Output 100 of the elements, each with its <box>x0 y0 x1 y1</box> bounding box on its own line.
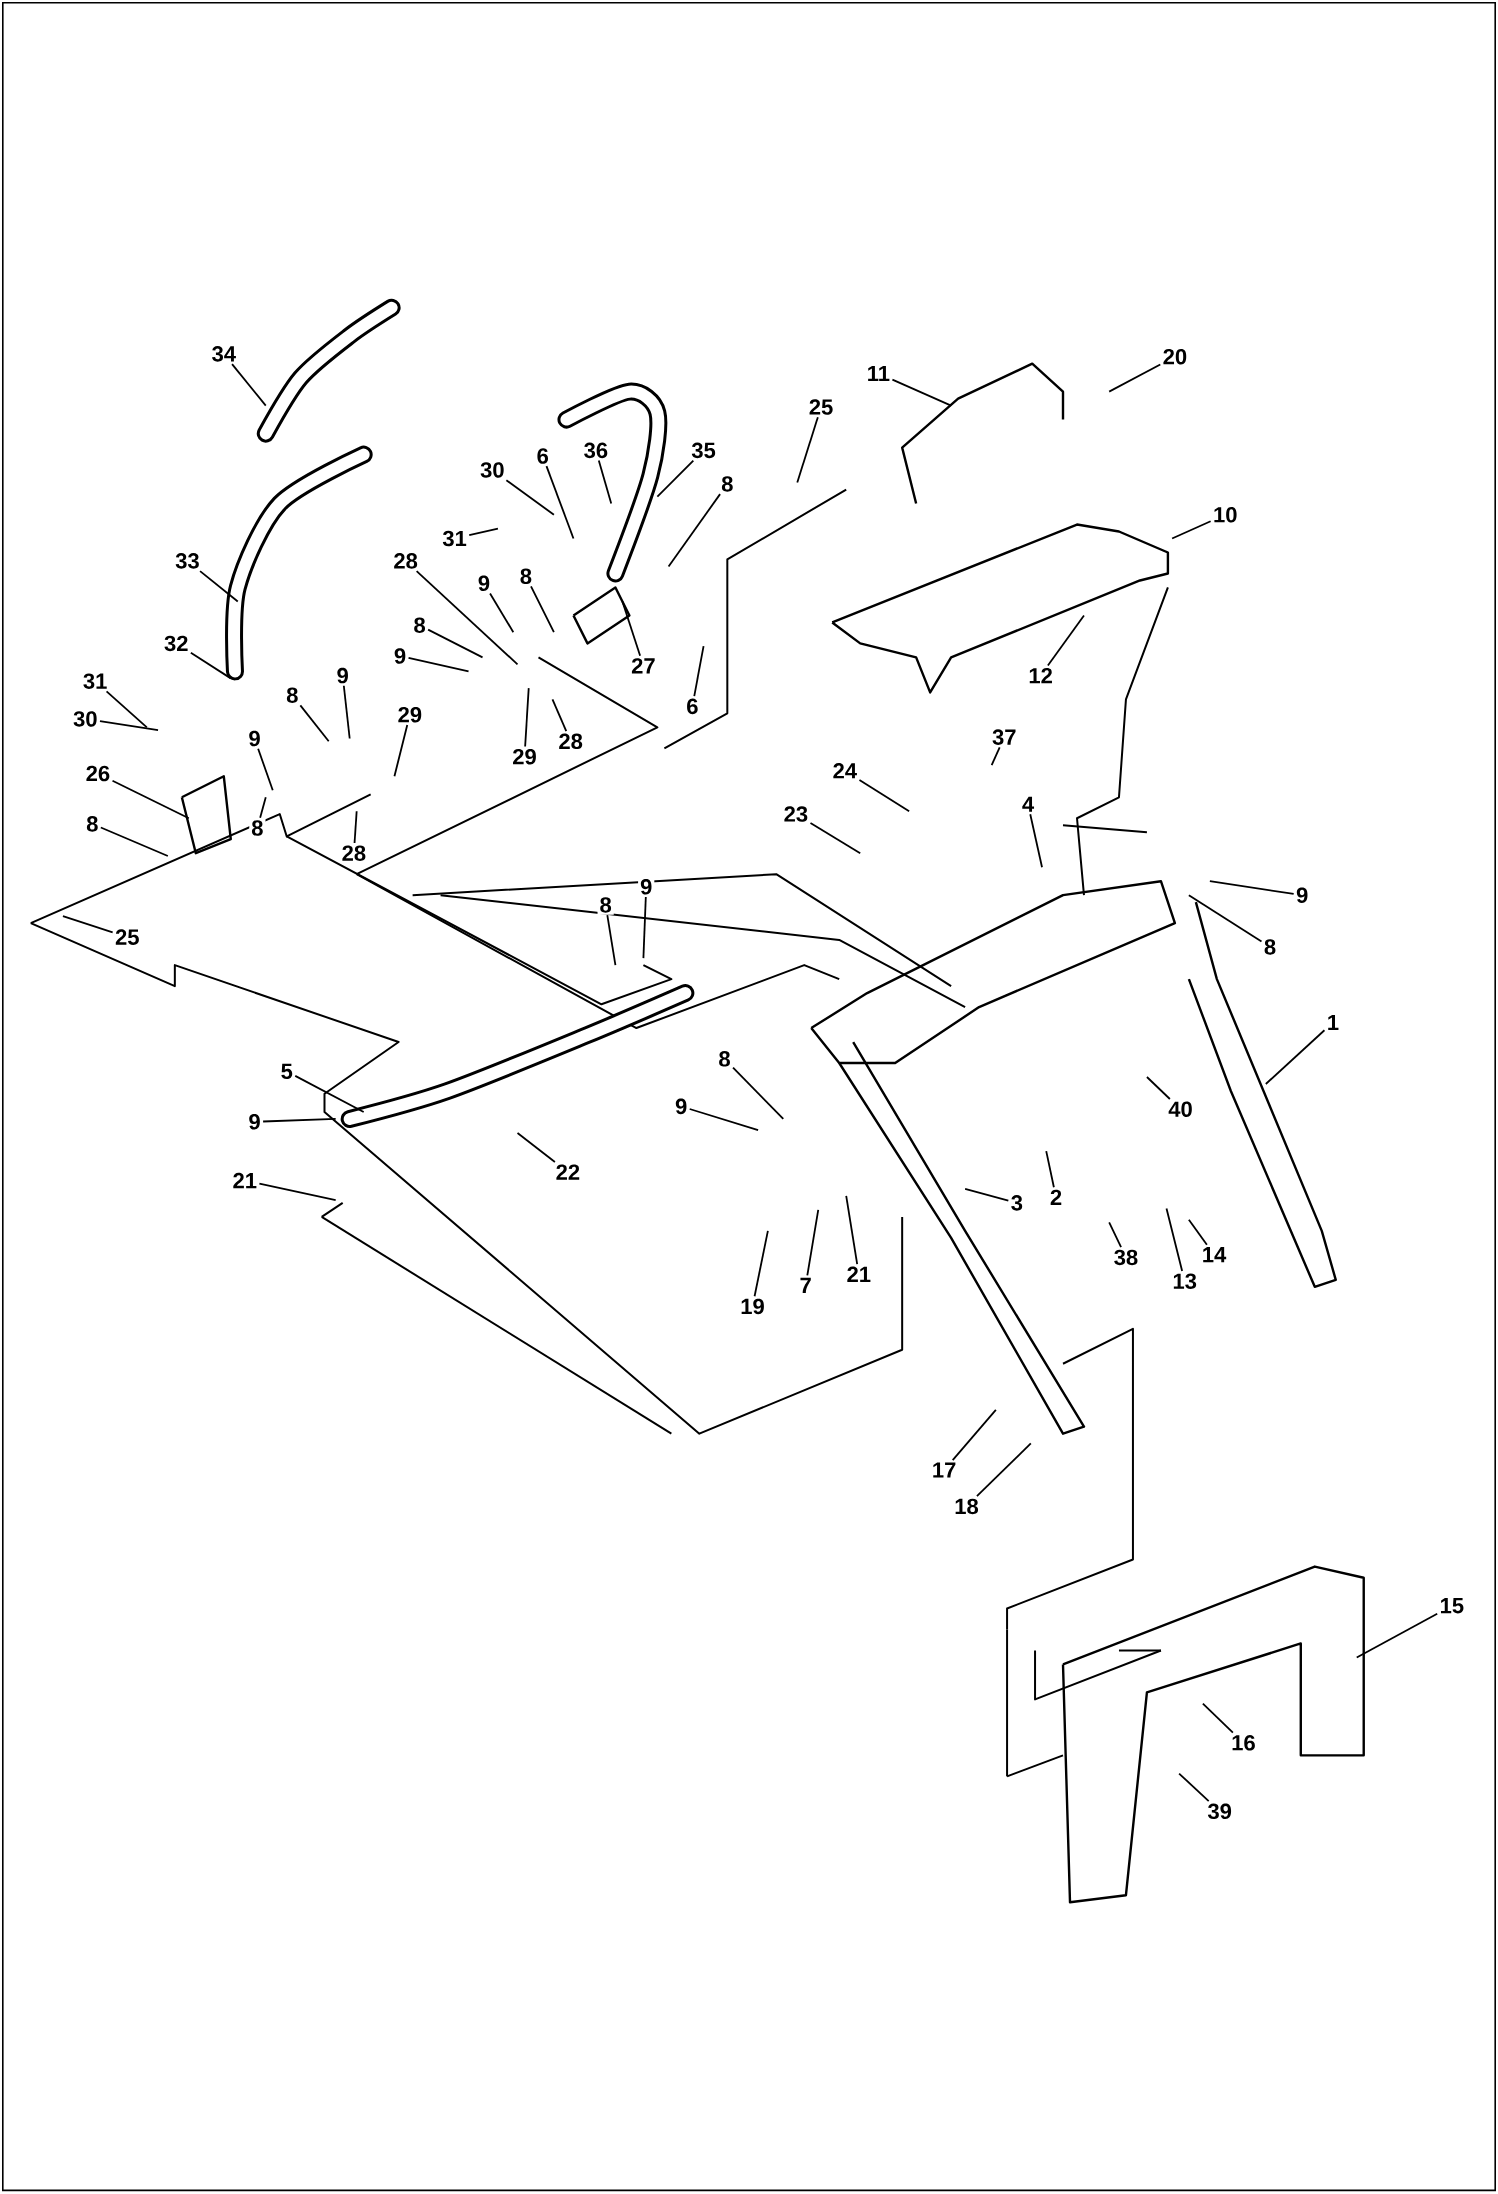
leader-line <box>621 600 641 657</box>
leader-line <box>199 570 239 603</box>
leader-line <box>667 493 721 568</box>
callout-number: 29 <box>395 704 425 725</box>
leader-line <box>231 363 267 407</box>
leader-line <box>1202 1702 1234 1734</box>
callout-number: 27 <box>629 656 658 676</box>
callout-number: 31 <box>80 671 110 691</box>
callout-number: 31 <box>440 528 469 549</box>
callout-number: 28 <box>556 731 585 752</box>
callout-number: 25 <box>113 927 142 947</box>
callout-number: 1 <box>1324 1012 1342 1032</box>
callout-number: 29 <box>510 746 539 767</box>
callout-number: 30 <box>71 709 100 729</box>
callout-number: 8 <box>84 814 101 834</box>
callout-number: 20 <box>1160 346 1190 367</box>
callout-number: 8 <box>249 818 266 838</box>
callout-number: 19 <box>738 1296 767 1317</box>
callout-number: 17 <box>929 1460 959 1480</box>
leader-line <box>1029 813 1043 869</box>
leader-line <box>1188 894 1263 943</box>
callout-number: 26 <box>83 763 113 784</box>
callout-number: 3 <box>1008 1193 1025 1213</box>
callout-number: 13 <box>1170 1271 1199 1291</box>
leader-line <box>105 690 148 729</box>
leader-line <box>732 1066 785 1120</box>
leader-line <box>809 822 862 855</box>
leader-line <box>505 479 555 516</box>
leader-line <box>415 570 519 666</box>
callout-number: 8 <box>597 895 614 915</box>
leader-line <box>1264 1029 1326 1085</box>
callout-number: 6 <box>684 696 701 717</box>
callout-number: 23 <box>781 804 811 824</box>
leader-line <box>99 720 159 732</box>
leader-line <box>551 698 568 732</box>
leader-line <box>99 826 169 857</box>
callout-number: 35 <box>689 440 718 461</box>
callout-number: 9 <box>1294 885 1311 905</box>
leader-line <box>516 1132 556 1163</box>
leader-line <box>545 465 575 540</box>
leader-line <box>693 645 705 698</box>
callout-number: 32 <box>162 633 191 654</box>
leader-line <box>891 378 952 407</box>
leader-line <box>964 1188 1010 1202</box>
leader-line <box>1178 1772 1210 1802</box>
callout-number: 14 <box>1199 1245 1229 1265</box>
callout-number: 7 <box>797 1275 814 1295</box>
callout-number: 9 <box>246 1112 263 1132</box>
callout-number: 15 <box>1437 1596 1467 1616</box>
leader-line <box>62 915 114 934</box>
callout-number: 16 <box>1229 1733 1258 1753</box>
callout-number: 6 <box>534 446 551 466</box>
leader-line <box>262 1118 337 1123</box>
callout-number: 30 <box>478 460 507 480</box>
callout-number: 9 <box>673 1096 690 1117</box>
leader-line <box>1047 614 1085 667</box>
callout-number: 18 <box>952 1496 981 1517</box>
leader-line <box>1208 880 1295 895</box>
leader-line <box>688 1108 759 1132</box>
leader-line <box>427 628 484 659</box>
leader-line <box>753 1229 769 1298</box>
leader-line <box>190 651 232 680</box>
leader-line <box>257 747 274 792</box>
leader-line <box>1108 1221 1122 1249</box>
callout-number: 8 <box>716 1049 733 1069</box>
leader-line <box>353 810 358 844</box>
leader-line <box>976 1442 1032 1498</box>
leader-line <box>806 1208 820 1277</box>
callout-number: 21 <box>230 1170 259 1191</box>
leader-line <box>1188 1218 1208 1246</box>
leader-line <box>524 687 530 748</box>
callout-number: 22 <box>553 1162 583 1182</box>
leader-line <box>294 1075 365 1113</box>
leader-line <box>1171 520 1212 540</box>
leader-line <box>468 527 499 537</box>
leader-line <box>393 724 409 778</box>
leader-line <box>796 416 819 484</box>
leader-line <box>342 684 351 740</box>
leader-line <box>642 896 647 959</box>
leader-line <box>407 657 470 673</box>
callout-number: 37 <box>990 727 1019 747</box>
leader-line <box>656 459 695 498</box>
callout-number: 28 <box>391 551 420 571</box>
leader-line <box>845 1195 859 1266</box>
callout-number: 9 <box>638 877 655 897</box>
callout-number: 10 <box>1211 504 1240 525</box>
leader-line <box>1045 1150 1055 1189</box>
leader-line <box>858 779 911 813</box>
callout-number: 4 <box>1019 794 1037 814</box>
callout-number: 8 <box>411 615 428 635</box>
callout-number: 9 <box>475 573 493 594</box>
callout-number: 8 <box>1261 937 1279 957</box>
leader-line <box>1146 1076 1171 1100</box>
callout-number: 2 <box>1047 1187 1065 1207</box>
leader-line <box>951 1409 997 1461</box>
callout-number: 39 <box>1205 1801 1234 1822</box>
callout-number: 40 <box>1166 1099 1195 1119</box>
callout-number: 25 <box>806 397 836 417</box>
callout-number: 21 <box>844 1264 874 1284</box>
callout-number: 36 <box>581 440 611 461</box>
